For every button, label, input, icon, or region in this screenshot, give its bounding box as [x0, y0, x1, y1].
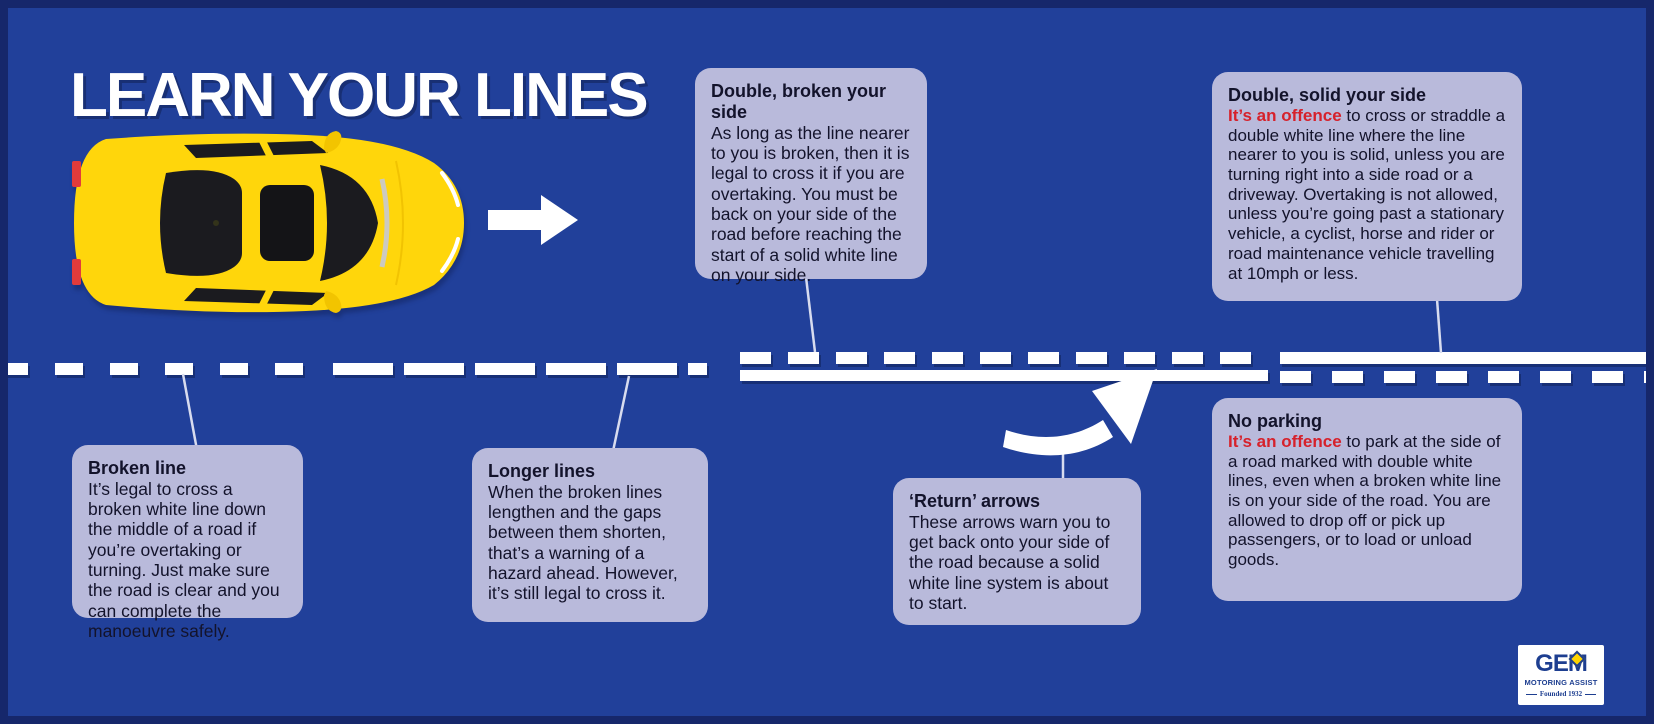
car-side-windows-bottom — [184, 288, 328, 305]
car-side-windows-top — [184, 141, 328, 158]
callout-double-solid-your-side: Double, solid your side It’s an offence … — [1212, 72, 1522, 301]
car-hood-seam — [395, 160, 404, 286]
callout-text: These arrows warn you to get back onto y… — [909, 511, 1111, 614]
direction-arrow-icon — [488, 195, 578, 245]
callout-body: It’s legal to cross a broken white line … — [88, 479, 287, 641]
callout-title: Broken line — [88, 458, 187, 478]
callout-text: When the broken lines lengthen and the g… — [488, 481, 678, 604]
callout-return-arrows: ‘Return’ arrows These arrows warn you to… — [893, 478, 1141, 625]
gem-tagline: MOTORING ASSIST — [1524, 678, 1598, 687]
callout-text: to cross or straddle a double white line… — [1228, 105, 1506, 283]
car-highlight-front-top — [440, 171, 460, 207]
gem-wordmark: GEM — [1535, 650, 1588, 676]
callout-text: to park at the side of a road marked wit… — [1228, 431, 1502, 570]
car-top-view-illustration — [72, 131, 464, 313]
callout-broken-line: Broken line It’s legal to cross a broken… — [72, 445, 303, 641]
car-windshield-trim — [379, 178, 390, 268]
car-highlight-front-bottom — [440, 237, 460, 273]
return-arrow-icon — [1003, 369, 1157, 456]
car-pillar-top — [258, 138, 275, 160]
gem-founded: Founded 1932 — [1525, 690, 1597, 698]
founded-rule-left — [1525, 693, 1537, 695]
callout-title: Longer lines — [488, 461, 596, 481]
callout-no-parking: No parking It’s an offence to park at th… — [1212, 398, 1522, 601]
callout-text: As long as the line nearer to you is bro… — [711, 122, 910, 285]
callout-connectors — [181, 276, 1443, 480]
double-line-solid-top-marking — [1280, 352, 1654, 364]
callout-title: Double, solid your side — [1228, 85, 1427, 105]
car-taillight-right — [72, 259, 81, 285]
double-line-broken-bottom-marking — [1280, 371, 1654, 383]
longer-lines-marking — [333, 363, 707, 375]
car-mirror-top — [324, 131, 342, 153]
page-title: LEARN YOUR LINES — [70, 60, 649, 130]
callout-longer-lines: Longer lines When the broken lines lengt… — [472, 448, 708, 622]
car-antenna — [213, 220, 219, 226]
gem-motoring-assist-logo: GEM MOTORING ASSIST Founded 1932 — [1518, 645, 1604, 705]
car-mirror-bottom — [324, 291, 342, 313]
callout-text: It’s legal to cross a broken white line … — [88, 478, 280, 641]
broken-line-marking — [0, 363, 305, 375]
callout-body: It’s an offence to cross or straddle a d… — [1228, 106, 1506, 283]
callout-body: These arrows warn you to get back onto y… — [909, 512, 1125, 613]
car-windshield — [320, 165, 378, 281]
founded-text: Founded 1932 — [1539, 690, 1583, 698]
connector-double-broken — [804, 276, 817, 353]
offence-highlight: It’s an offence — [1228, 431, 1342, 451]
callout-body: It’s an offence to park at the side of a… — [1228, 432, 1506, 570]
double-line-broken-top-marking — [740, 352, 1268, 364]
double-line-solid-bottom-marking — [740, 370, 1268, 381]
callout-body: As long as the line nearer to you is bro… — [711, 123, 911, 285]
car-sunroof — [260, 185, 314, 261]
callout-body: When the broken lines lengthen and the g… — [488, 482, 692, 604]
callout-double-broken-your-side: Double, broken your side As long as the … — [695, 68, 927, 285]
car-taillight-left — [72, 161, 81, 187]
connector-broken-line — [181, 373, 199, 451]
callout-title: ‘Return’ arrows — [909, 491, 1041, 511]
callout-title: Double, broken your side — [711, 81, 887, 122]
car-pillar-bottom — [258, 286, 275, 308]
founded-rule-right — [1585, 693, 1597, 695]
offence-highlight: It’s an offence — [1228, 105, 1342, 125]
callout-title: No parking — [1228, 411, 1323, 431]
car-rear-window — [160, 170, 242, 276]
connector-double-solid — [1435, 298, 1443, 354]
